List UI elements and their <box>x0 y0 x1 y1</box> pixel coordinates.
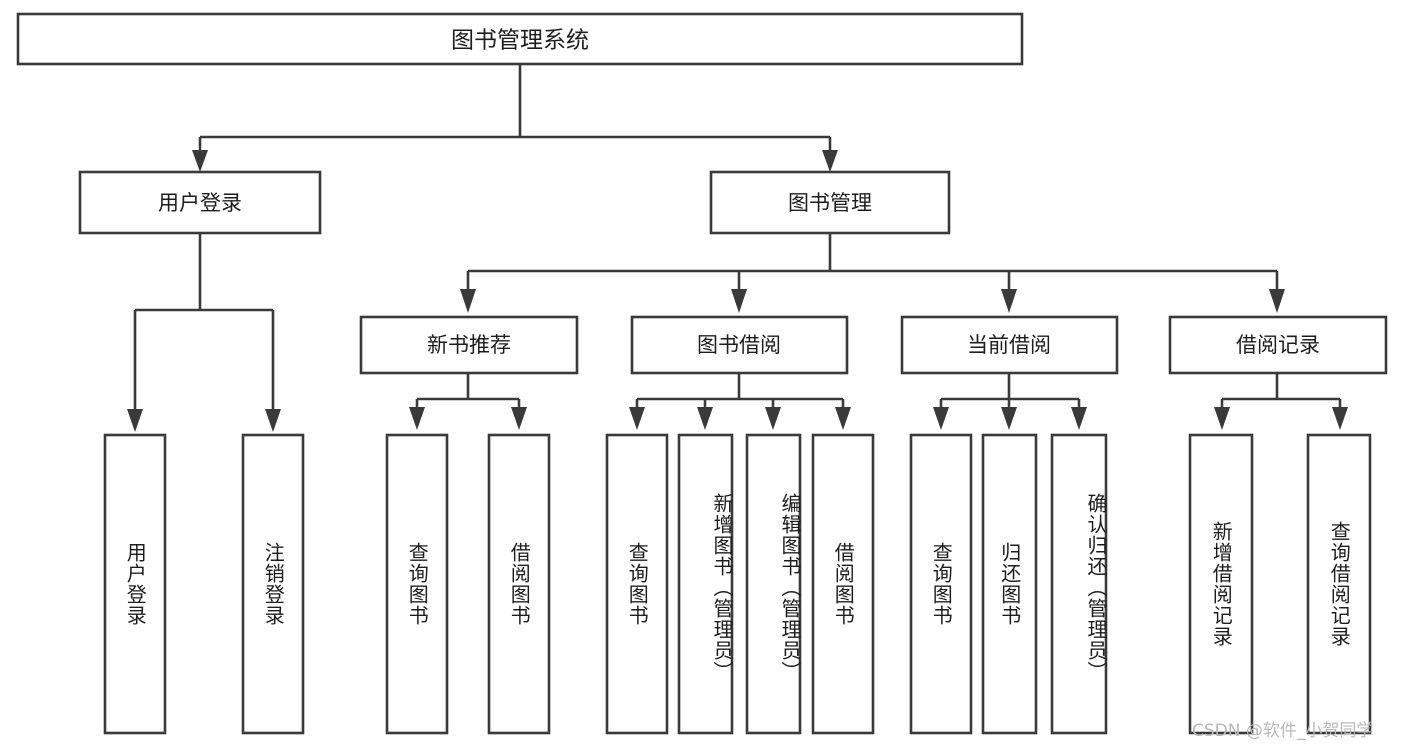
node-leaf-borrow-book-2-box[interactable] <box>811 433 875 735</box>
node-leaf-edit-book-box[interactable] <box>745 433 802 735</box>
node-leaf-query-book-1-box[interactable] <box>385 433 449 735</box>
node-root-box[interactable] <box>16 12 1024 66</box>
node-new-book-recommend-box[interactable] <box>359 315 579 375</box>
node-leaf-add-record-box[interactable] <box>1188 433 1254 735</box>
arrowhead-leaf-return-book <box>1001 407 1017 430</box>
arrowhead-leaf-confirm-return <box>1071 407 1087 430</box>
arrowhead-leaf-query-record <box>1332 407 1348 430</box>
arrowhead-leaf-user-login <box>127 409 143 432</box>
node-user-login-label: 用户登录 <box>158 191 242 215</box>
arrowhead-leaf-query-book-1 <box>409 407 425 430</box>
arrowhead-borrow-record <box>1269 289 1285 313</box>
arrowhead-leaf-query-book-2 <box>629 407 645 430</box>
arrowhead-leaf-logout-login <box>265 409 281 432</box>
arrowhead-leaf-query-book-3 <box>933 407 949 430</box>
node-leaf-borrow-book-1-box[interactable] <box>487 433 551 735</box>
arrowhead-user-login <box>192 150 208 172</box>
arrowhead-leaf-add-book <box>697 407 713 430</box>
arrowhead-leaf-edit-book <box>765 407 781 430</box>
node-root-label: 图书管理系统 <box>451 28 589 54</box>
arrowhead-current-borrow <box>1001 289 1017 313</box>
node-book-manage-box[interactable] <box>709 170 951 235</box>
node-current-borrow-label: 当前借阅 <box>967 333 1051 357</box>
node-borrow-record-box[interactable] <box>1168 315 1388 375</box>
arrowhead-book-manage <box>822 150 838 172</box>
node-layer: 图书管理系统 用户登录 图书管理 新书推荐 图书借阅 当前借阅 借阅记录 <box>16 12 1388 735</box>
node-leaf-query-book-3-box[interactable] <box>909 433 973 735</box>
node-user-login-box[interactable] <box>78 170 322 235</box>
arrowhead-book-borrow <box>731 289 747 313</box>
node-book-manage-label: 图书管理 <box>788 191 872 215</box>
node-new-book-recommend-label: 新书推荐 <box>427 333 511 357</box>
node-leaf-return-book-box[interactable] <box>981 433 1038 735</box>
connector-layer <box>127 64 1348 432</box>
node-book-borrow-label: 图书借阅 <box>697 333 781 357</box>
node-leaf-user-login-box[interactable] <box>103 433 167 735</box>
node-leaf-logout-login-box[interactable] <box>241 433 305 735</box>
arrowhead-new-book-recommend <box>460 289 476 313</box>
arrowhead-leaf-borrow-book-1 <box>511 407 527 430</box>
node-book-borrow-box[interactable] <box>630 315 849 375</box>
node-leaf-query-record-box[interactable] <box>1306 433 1372 735</box>
node-borrow-record-label: 借阅记录 <box>1236 333 1320 357</box>
node-leaf-add-book-box[interactable] <box>677 433 734 735</box>
node-leaf-query-book-2-box[interactable] <box>605 433 669 735</box>
arrowhead-leaf-borrow-book-2 <box>835 407 851 430</box>
arrowhead-leaf-add-record <box>1214 407 1230 430</box>
node-current-borrow-box[interactable] <box>900 315 1119 375</box>
node-leaf-confirm-return-box[interactable] <box>1050 433 1108 735</box>
